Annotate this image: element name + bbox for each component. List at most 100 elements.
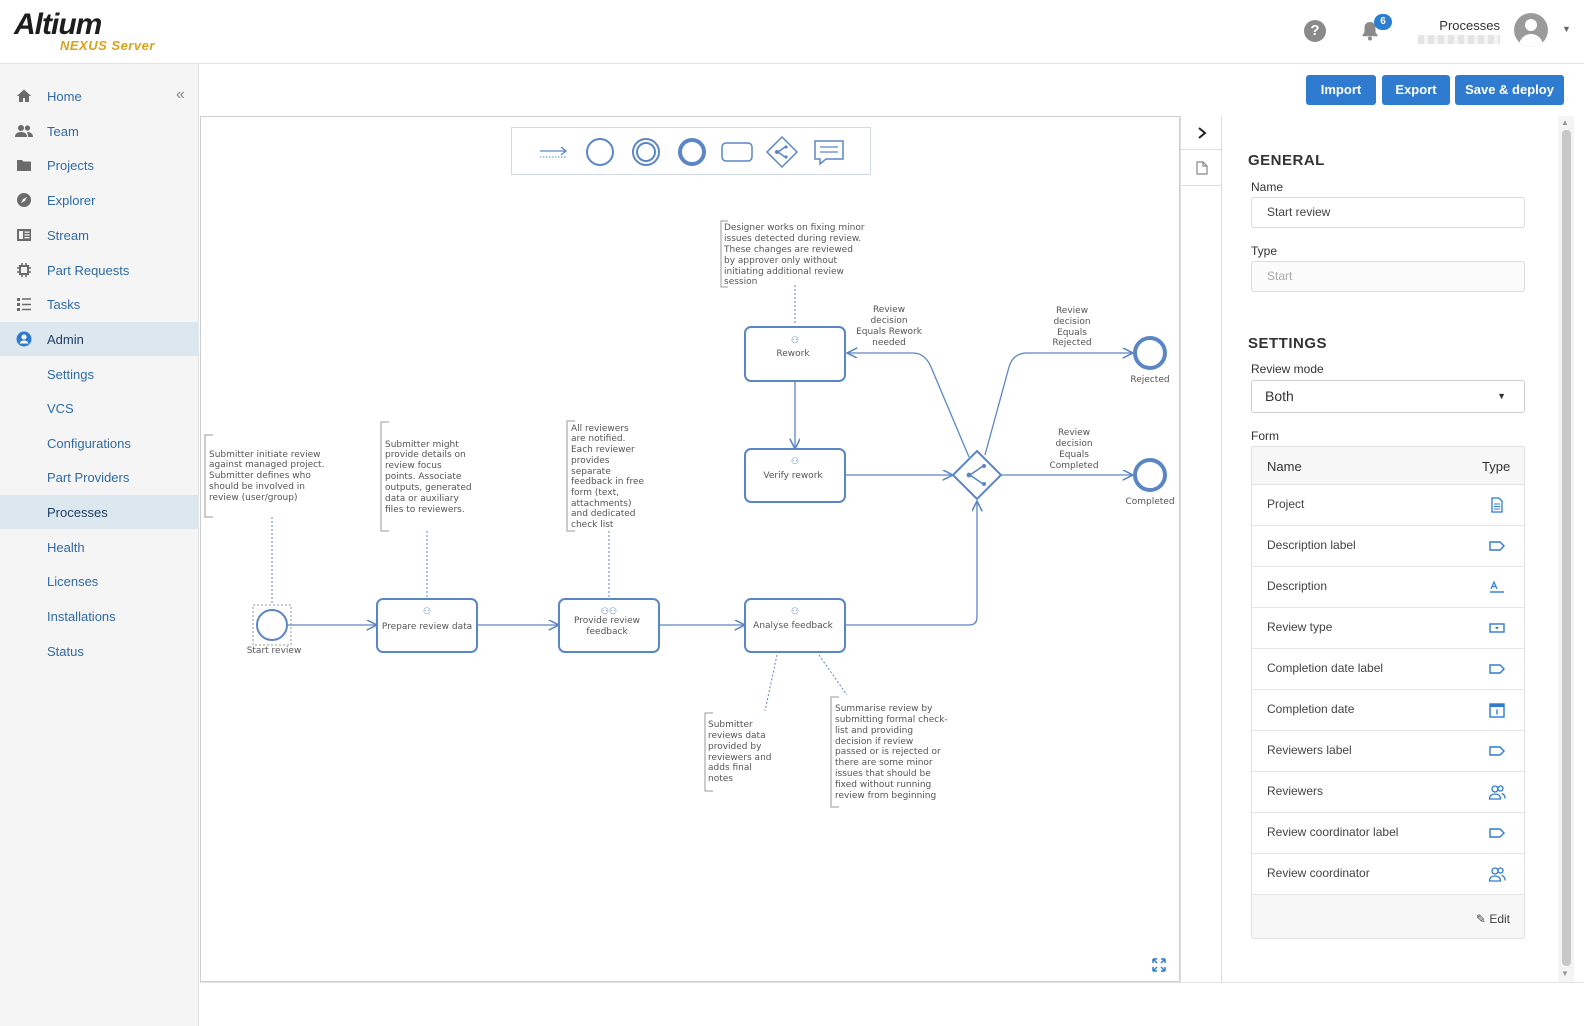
annotation-provide-feedback[interactable]: All reviewers are notified. Each reviewe… [566, 420, 644, 532]
name-label: Name [1251, 180, 1284, 194]
end-event-rejected[interactable] [1133, 336, 1167, 370]
sidebar-item-vcs[interactable]: VCS [0, 391, 199, 425]
avatar[interactable] [1514, 13, 1548, 47]
sidebar-item-configurations[interactable]: Configurations [0, 426, 199, 460]
gateway-tool-icon[interactable] [764, 134, 800, 170]
task-label: Provide review [574, 616, 640, 626]
chip-icon [17, 263, 31, 277]
scroll-thumb[interactable] [1562, 130, 1571, 966]
annotation-analyse-summary[interactable]: Summarise review by submitting formal ch… [830, 696, 948, 808]
annotation-rework[interactable]: Designer works on fixing minor issues de… [720, 220, 865, 288]
user-name[interactable]: Processes [1439, 18, 1500, 33]
sidebar-item-licenses[interactable]: Licenses [0, 564, 199, 598]
svg-text:Submitter: Submitter [708, 720, 753, 730]
bell-icon[interactable] [1358, 19, 1382, 43]
sidebar-item-team[interactable]: Team [0, 114, 199, 148]
review-mode-select[interactable]: Both ▼ [1251, 380, 1525, 413]
export-button[interactable]: Export [1382, 75, 1450, 105]
properties-scrollbar[interactable]: ▲ ▼ [1558, 116, 1574, 982]
table-row[interactable]: Review type [1252, 608, 1524, 649]
sequence-flow-tool-icon[interactable] [532, 136, 572, 168]
scroll-up-icon[interactable]: ▲ [1561, 118, 1569, 127]
help-icon[interactable]: ? [1304, 20, 1326, 42]
sidebar-item-processes[interactable]: Processes [0, 495, 199, 529]
edge-label-rejected: Review decision Equals Rejected [1052, 306, 1091, 348]
annotation-analyse-submitter[interactable]: Submitter reviews data provided by revie… [704, 712, 771, 792]
svg-text:list and providing: list and providing [835, 726, 913, 736]
scroll-down-icon[interactable]: ▼ [1561, 969, 1569, 978]
sidebar-item-installations[interactable]: Installations [0, 599, 199, 633]
table-row[interactable]: Description label [1252, 526, 1524, 567]
table-row[interactable]: Review coordinator label [1252, 813, 1524, 854]
end-event-completed[interactable] [1133, 458, 1167, 492]
start-event-tool-icon[interactable] [582, 136, 618, 168]
sidebar-item-projects[interactable]: Projects [0, 148, 199, 182]
document-properties-tab-icon[interactable] [1181, 150, 1222, 186]
table-row[interactable]: Project [1252, 485, 1524, 526]
svg-text:reviewers and: reviewers and [708, 753, 771, 763]
name-field[interactable]: Start review [1251, 197, 1525, 228]
annotation-start-review[interactable]: Submitter initiate review against manage… [204, 434, 324, 518]
import-button[interactable]: Import [1306, 75, 1376, 105]
task-analyse-feedback[interactable]: ⚇ Analyse feedback [744, 598, 846, 653]
flow-gateway-rejected[interactable] [984, 353, 1133, 456]
table-row[interactable]: Reviewers label [1252, 731, 1524, 772]
task-tool-icon[interactable] [718, 136, 756, 168]
chevron-down-icon[interactable]: ▼ [1562, 24, 1571, 34]
end-event-label: Completed [1125, 497, 1174, 507]
sidebar-item-part-providers[interactable]: Part Providers [0, 460, 199, 494]
fullscreen-icon[interactable] [1152, 958, 1166, 972]
sidebar-item-stream[interactable]: Stream [0, 218, 199, 252]
end-event-tool-icon[interactable] [674, 136, 710, 168]
table-row[interactable]: Completion date [1252, 690, 1524, 731]
task-label: Analyse feedback [753, 621, 833, 631]
sidebar-item-label: Part Providers [47, 469, 130, 485]
svg-text:decision: decision [870, 316, 907, 326]
flow-analyse-gateway[interactable] [845, 501, 977, 626]
settings-section-title: SETTINGS [1248, 335, 1328, 352]
notification-badge: 6 [1374, 14, 1392, 30]
svg-text:notes: notes [708, 774, 733, 784]
sidebar-item-settings[interactable]: Settings [0, 357, 199, 391]
sidebar-item-label: Team [47, 123, 79, 139]
sidebar-item-part-requests[interactable]: Part Requests [0, 253, 199, 287]
stream-icon [17, 229, 31, 241]
table-row[interactable]: Completion date label [1252, 649, 1524, 690]
logo[interactable]: Altium [14, 8, 102, 41]
task-rework[interactable]: ⚇ Rework [744, 326, 846, 382]
top-bar: Altium NEXUS Server ? 6 Processes ▼ [0, 0, 1584, 64]
table-row[interactable]: Review coordinator [1252, 854, 1524, 895]
svg-text:should be involved in: should be involved in [209, 482, 305, 492]
sidebar-item-admin[interactable]: Admin [0, 322, 199, 356]
start-event[interactable] [256, 609, 288, 641]
text-field-icon [1490, 580, 1504, 593]
exclusive-gateway[interactable] [951, 449, 1003, 501]
annotation-prepare-review-data[interactable]: Submitter might provide details on revie… [380, 421, 472, 532]
svg-text:there are some minor: there are some minor [835, 758, 933, 768]
svg-text:session: session [724, 277, 757, 287]
sidebar-item-tasks[interactable]: Tasks [0, 287, 199, 321]
task-prepare-review-data[interactable]: ⚇ Prepare review data [376, 598, 478, 653]
table-row[interactable]: Description [1252, 567, 1524, 608]
collapse-panel-chevron-icon[interactable] [1181, 116, 1222, 150]
process-diagram-canvas[interactable]: Start review ⚇ Prepare review data ⚇⚇ Pr… [200, 116, 1180, 982]
sidebar-item-health[interactable]: Health [0, 530, 199, 564]
edge-label-completed: Review decision Equals Completed [1049, 428, 1098, 471]
flow-gateway-rework[interactable] [847, 353, 970, 458]
intermediate-event-tool-icon[interactable] [628, 136, 664, 168]
table-row[interactable]: Reviewers [1252, 772, 1524, 813]
edit-form-button[interactable]: ✎ Edit [1476, 912, 1510, 926]
svg-text:Submitter defines who: Submitter defines who [209, 471, 311, 481]
sidebar-item-home[interactable]: Home [0, 79, 199, 113]
annotation-tool-icon[interactable] [810, 136, 848, 168]
sidebar-item-explorer[interactable]: Explorer [0, 183, 199, 217]
svg-text:review focus: review focus [385, 461, 442, 471]
collapse-sidebar-icon[interactable]: « [176, 86, 185, 103]
sidebar-item-label: Settings [47, 366, 94, 382]
sidebar-item-label: Health [47, 539, 85, 555]
save-deploy-button[interactable]: Save & deploy [1455, 75, 1564, 105]
task-provide-review-feedback[interactable]: ⚇⚇ Provide review feedback [558, 598, 660, 653]
dropdown-field-icon [1489, 623, 1505, 633]
sidebar-item-status[interactable]: Status [0, 634, 199, 668]
task-verify-rework[interactable]: ⚇ Verify rework [744, 448, 846, 503]
